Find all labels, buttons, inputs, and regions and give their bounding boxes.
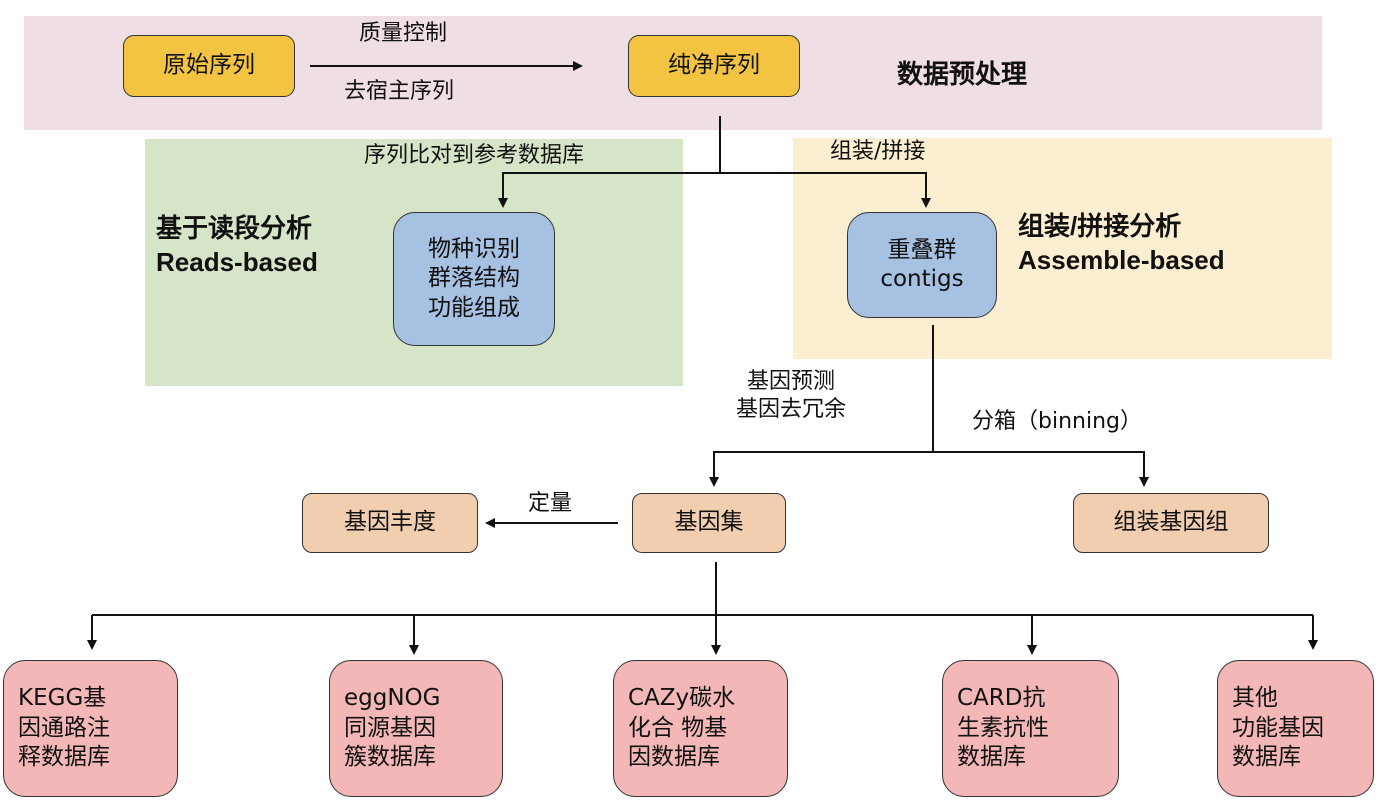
- region-title-reads-based: 基于读段分析 Reads-based: [156, 213, 318, 277]
- node-reads-results: 物种识别 群落结构 功能组成: [393, 212, 555, 346]
- edge-label-assemble: 组装/拼接: [830, 139, 926, 164]
- edge-label-binning: 分箱（binning）: [972, 409, 1142, 434]
- node-db-card: CARD抗 生素抗性 数据库: [942, 660, 1119, 797]
- node-label: CARD抗 生素抗性 数据库: [957, 685, 1049, 771]
- node-label: KEGG基 因通路注 释数据库: [18, 685, 110, 771]
- edge-label-host-removal: 去宿主序列: [344, 79, 455, 104]
- node-label: 纯净序列: [668, 52, 760, 79]
- node-raw-sequences: 原始序列: [123, 35, 295, 97]
- node-label: 其他 功能基因 数据库: [1232, 685, 1324, 771]
- edge-to-genome: [933, 451, 1149, 487]
- node-label: eggNOG 同源基因 簇数据库: [344, 685, 441, 771]
- node-assembled-genome: 组装基因组: [1073, 493, 1269, 553]
- edge-label-qc: 质量控制: [359, 21, 448, 46]
- node-label: 物种识别 群落结构 功能组成: [428, 235, 520, 321]
- node-db-eggnog: eggNOG 同源基因 簇数据库: [329, 660, 503, 797]
- node-label: 基因集: [674, 509, 744, 536]
- node-db-cazy: CAZy碳水 化合 物基 因数据库: [613, 660, 788, 797]
- node-label: 原始序列: [163, 52, 255, 79]
- region-title-preprocessing: 数据预处理: [897, 59, 1028, 89]
- node-db-kegg: KEGG基 因通路注 释数据库: [3, 660, 178, 797]
- edge-to-geneset: [709, 451, 933, 487]
- node-label: CAZy碳水 化合 物基 因数据库: [628, 685, 736, 771]
- node-clean-sequences: 纯净序列: [628, 35, 800, 97]
- edge-label-align: 序列比对到参考数据库: [364, 143, 585, 168]
- edge-label-quantify: 定量: [528, 491, 573, 516]
- node-label: 组装基因组: [1113, 509, 1229, 536]
- region-title-assemble-based: 组装/拼接分析 Assemble-based: [1018, 211, 1225, 275]
- node-contigs: 重叠群 contigs: [847, 212, 997, 318]
- node-label: 重叠群 contigs: [880, 236, 964, 292]
- node-gene-set: 基因集: [632, 493, 786, 553]
- edge-label-gene-prediction: 基因预测 基因去冗余: [736, 369, 847, 422]
- edge-to-reads: [498, 172, 720, 208]
- edge-to-contigs: [720, 172, 931, 208]
- node-gene-abundance: 基因丰度: [302, 493, 478, 553]
- node-label: 基因丰度: [344, 509, 436, 536]
- node-db-other: 其他 功能基因 数据库: [1217, 660, 1374, 797]
